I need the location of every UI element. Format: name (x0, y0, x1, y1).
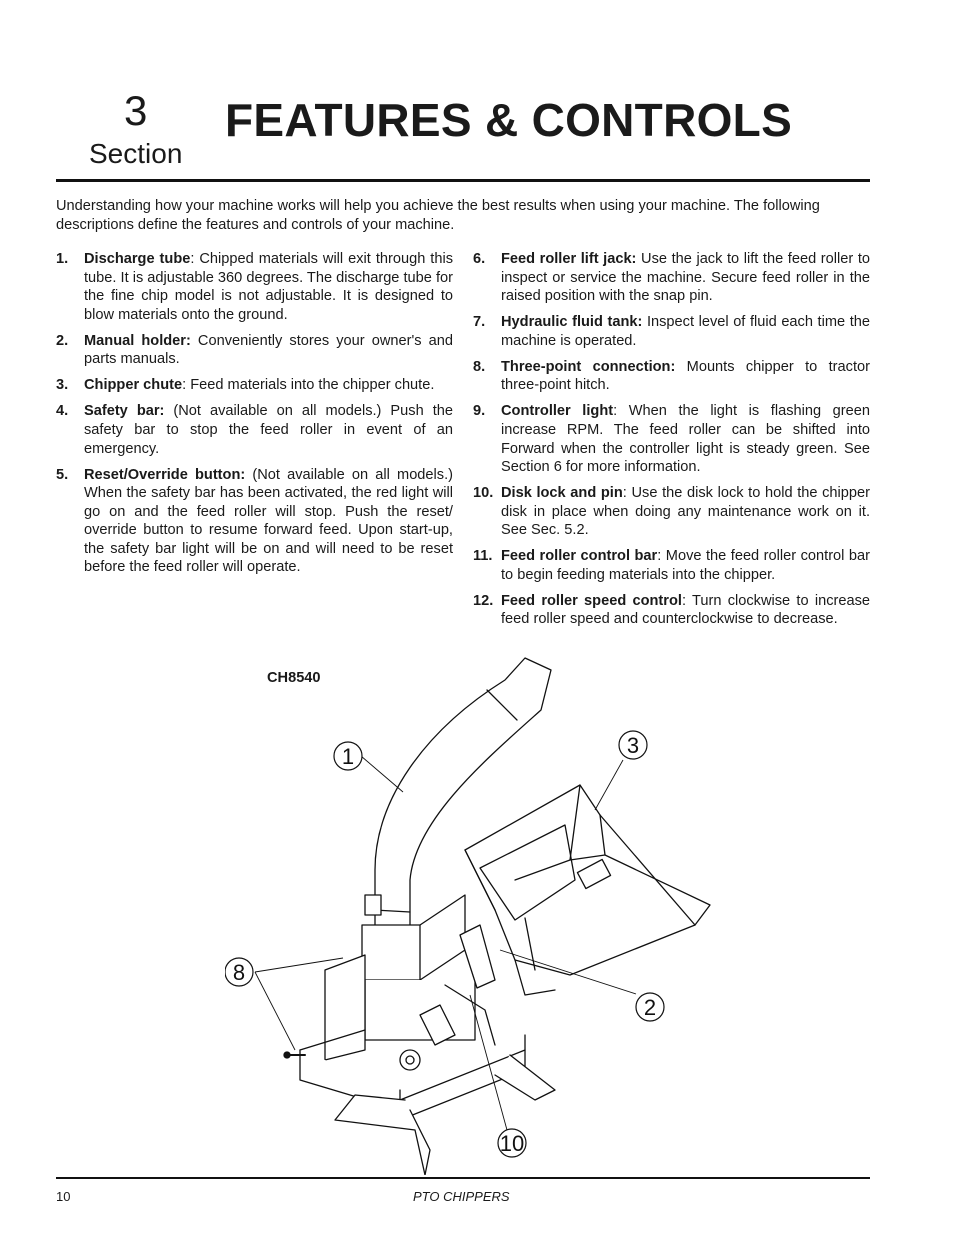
feature-description: Conveniently stores your owner's and par… (84, 332, 453, 368)
section-label: Section (89, 138, 183, 169)
feature-description: (Not available on all models.) Push the … (84, 403, 453, 457)
feature-separator: : (613, 403, 618, 420)
feature-number: 9. (473, 403, 486, 420)
feature-term: Feed roller lift jack: (501, 251, 637, 267)
feature-number: 10. (473, 485, 494, 502)
callout-8: 8 (225, 957, 254, 987)
feature-item: 2. Manual holder: Conveniently stores you… (56, 332, 453, 369)
chipper-illustration: 1 3 8 2 10 (225, 657, 711, 1175)
feature-term: Hydraulic fluid tank: (501, 314, 643, 331)
feature-number: 8. (473, 358, 486, 375)
feature-description: Move the feed roller control bar to begi… (501, 548, 871, 583)
feature-item: 4. Safety bar: (Not available on all mode… (56, 402, 453, 458)
footer-rule (56, 1177, 870, 1179)
feature-item: 3. Chipper chute: Feed materials into the… (56, 376, 453, 395)
feature-separator: : (657, 548, 662, 565)
feature-item: 5. Reset/Override button: (Not available … (56, 466, 453, 578)
feature-number: 7. (473, 314, 486, 331)
feature-description: Use the disk lock to hold the chipper di… (501, 485, 870, 539)
feature-item: 9. Controller light: When the light is fl… (473, 402, 870, 476)
feature-item: 8. Three-point connection: Mounts chipper… (473, 358, 870, 395)
feature-item: 10. Disk lock and pin: Use the disk lock … (473, 484, 870, 540)
feature-number: 3. (56, 377, 69, 394)
feature-term: Safety bar: (84, 403, 165, 420)
feature-term: Chipper chute (84, 377, 183, 394)
chipper-housing (364, 979, 476, 1041)
feature-number: 12. (473, 592, 494, 609)
feature-number: 11. (473, 548, 493, 565)
section-number: 3 (124, 87, 148, 134)
header-rule (56, 179, 870, 182)
feature-term: Controller light (501, 403, 614, 420)
feature-term: Feed roller speed control (501, 592, 682, 609)
svg-text:3: 3 (627, 733, 639, 758)
feature-term: Reset/Override button: (84, 466, 246, 483)
feature-item: 7. Hydraulic fluid tank: Inspect level of… (473, 313, 870, 350)
feature-description: Chipped materials will exit through this… (84, 251, 454, 323)
feature-item: 12. Feed roller speed control: Turn clock… (473, 592, 870, 629)
feature-term: Feed roller control bar (501, 548, 658, 565)
feature-separator: : (182, 377, 187, 394)
features-list-left: 1. Discharge tube: Chipped materials will… (56, 250, 453, 584)
svg-text:10: 10 (500, 1131, 524, 1156)
page-title: FEATURES & CONTROLS (225, 94, 793, 146)
callout-2: 2 (635, 992, 665, 1022)
feature-number: 5. (56, 466, 69, 483)
feature-number: 2. (56, 332, 69, 349)
callout-1: 1 (333, 741, 363, 771)
feature-description: Mounts chipper to tractor three-point hi… (501, 358, 870, 394)
feature-item: 1. Discharge tube: Chipped materials will… (56, 250, 453, 324)
callout-3: 3 (618, 730, 648, 760)
feature-separator: : (622, 485, 627, 502)
feature-separator: : (681, 592, 687, 609)
feature-description: Use the jack to lift the feed roller to … (501, 251, 871, 305)
page-number: 10 (56, 1189, 71, 1204)
feature-term: Manual holder: (84, 332, 191, 349)
callout-10: 10 (497, 1128, 527, 1158)
svg-text:8: 8 (233, 960, 245, 985)
intro-paragraph: Understanding how your machine works wil… (56, 198, 820, 233)
svg-text:1: 1 (342, 744, 354, 769)
feature-term: Three-point connection: (501, 358, 676, 375)
feature-number: 6. (473, 251, 486, 267)
feature-description: Turn clockwise to increase feed roller s… (501, 592, 870, 628)
svg-text:2: 2 (644, 995, 656, 1020)
feature-term: Discharge tube (84, 251, 191, 267)
feature-description: (Not available on all models.) When the … (84, 466, 453, 576)
feature-separator: : (190, 251, 195, 267)
feature-description: Feed materials into the chipper chute. (186, 377, 435, 394)
figure-model-label: CH8540 (267, 670, 321, 686)
feature-description: Inspect level of fluid each time the mac… (501, 314, 870, 349)
discharge-tube (374, 657, 552, 936)
feature-item: 11. Feed roller control bar: Move the fee… (473, 547, 870, 584)
footer-title: PTO CHIPPERS (413, 1189, 510, 1204)
three-point-frame (334, 1094, 431, 1175)
feature-number: 4. (56, 403, 69, 420)
feature-number: 1. (56, 251, 69, 267)
features-list-right: 6. Feed roller lift jack: Use the jack to… (473, 250, 870, 636)
feature-term: Disk lock and pin (501, 485, 623, 502)
feature-item: 6. Feed roller lift jack: Use the jack to… (473, 250, 870, 306)
feature-description: When the light is flashing green increas… (501, 403, 870, 476)
